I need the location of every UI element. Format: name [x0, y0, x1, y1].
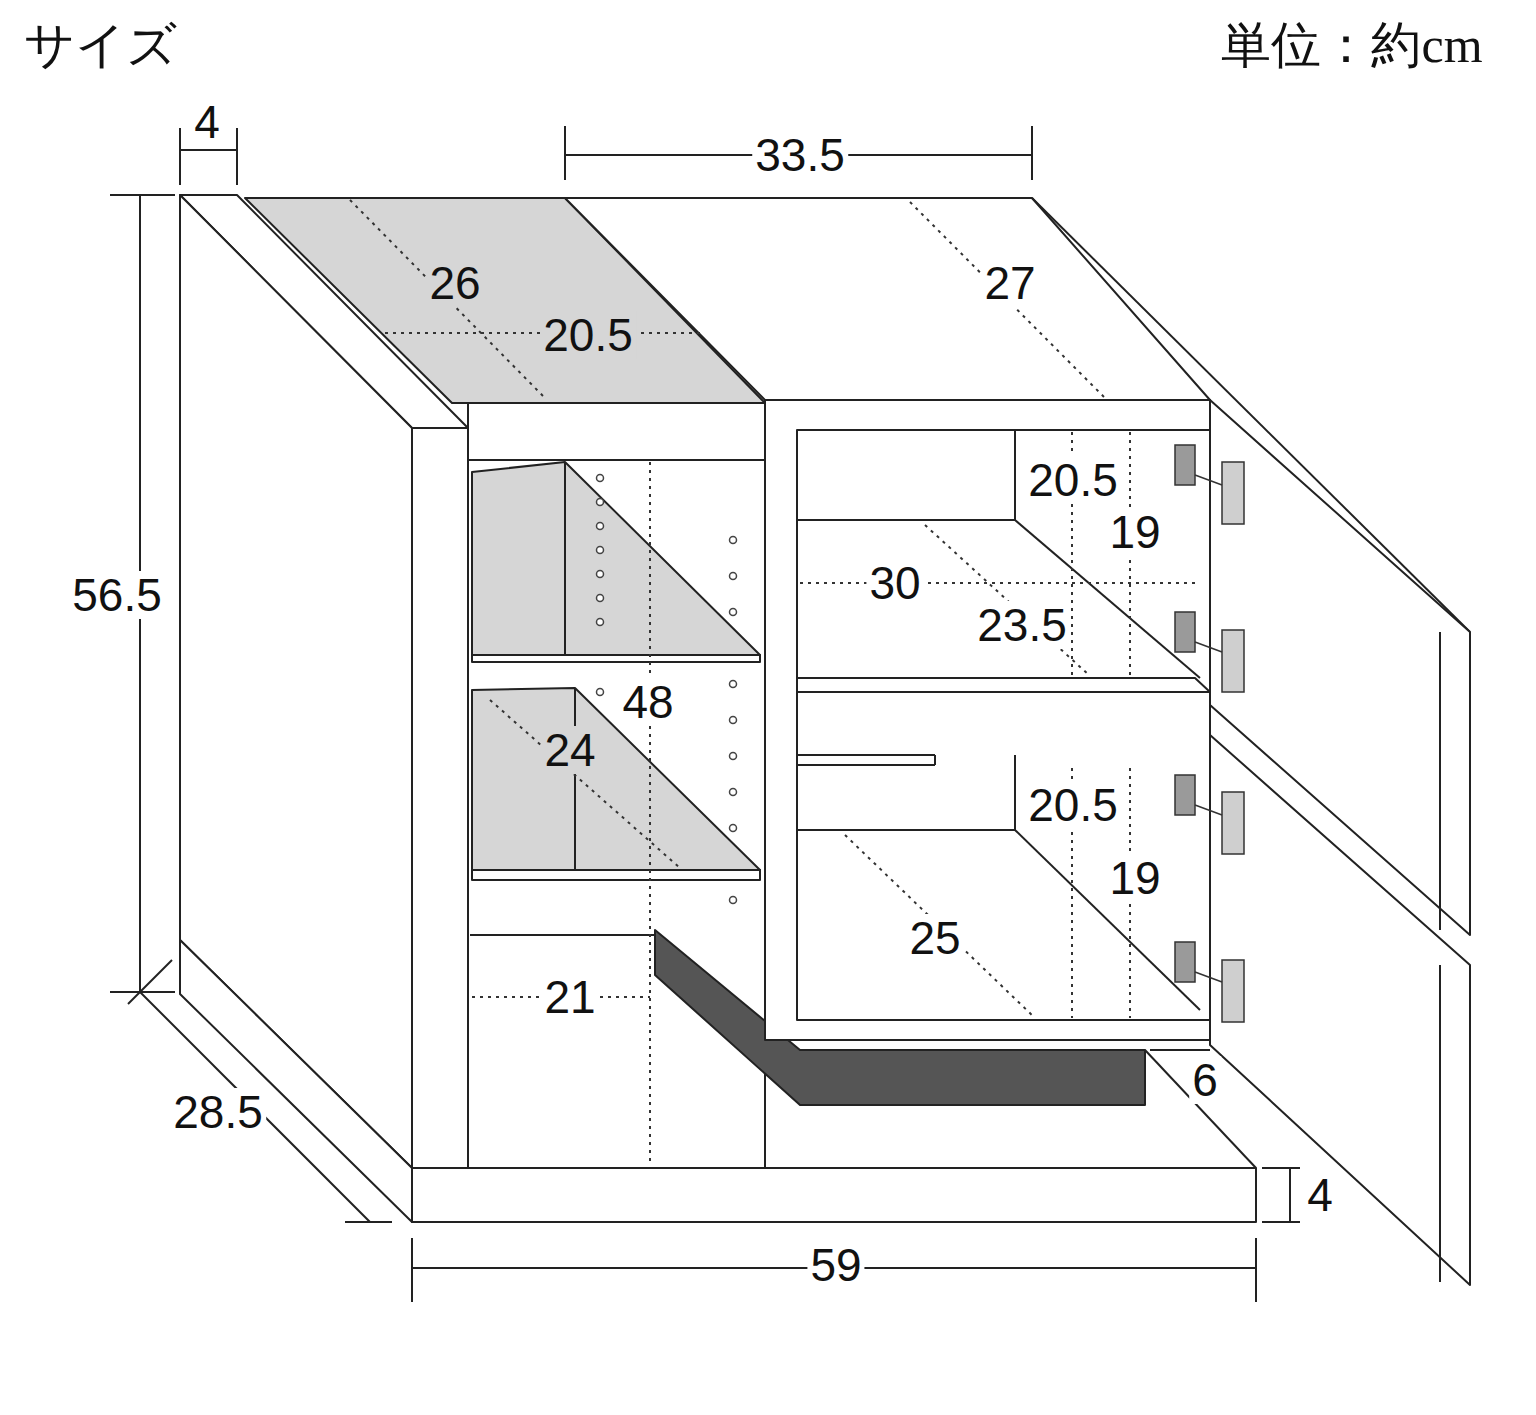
dimension-label: 48 — [619, 678, 676, 726]
dimension-label: 25 — [906, 914, 963, 962]
unit-note: 単位：約cm — [1218, 19, 1485, 71]
dimension-label: 4 — [1304, 1171, 1336, 1219]
dimension-label: 20.5 — [1025, 456, 1121, 504]
dimension-label: 30 — [866, 559, 923, 607]
dimension-label: 23.5 — [974, 601, 1070, 649]
dimension-label: 20.5 — [1025, 781, 1121, 829]
dimension-label: 26 — [426, 259, 483, 307]
dimension-label: 59 — [807, 1241, 864, 1289]
dimension-label: 33.5 — [752, 131, 848, 179]
dimension-label: 4 — [191, 98, 223, 146]
dimension-label: 6 — [1189, 1056, 1221, 1104]
diagram-title: サイズ — [21, 19, 180, 71]
dimension-label: 20.5 — [540, 311, 636, 359]
dimension-label: 24 — [541, 726, 598, 774]
dimension-label: 19 — [1106, 854, 1163, 902]
dimension-label: 27 — [981, 259, 1038, 307]
dimension-label: 21 — [541, 973, 598, 1021]
dimension-label: 19 — [1106, 508, 1163, 556]
dimension-label: 56.5 — [69, 571, 165, 619]
dimension-label: 28.5 — [170, 1088, 266, 1136]
